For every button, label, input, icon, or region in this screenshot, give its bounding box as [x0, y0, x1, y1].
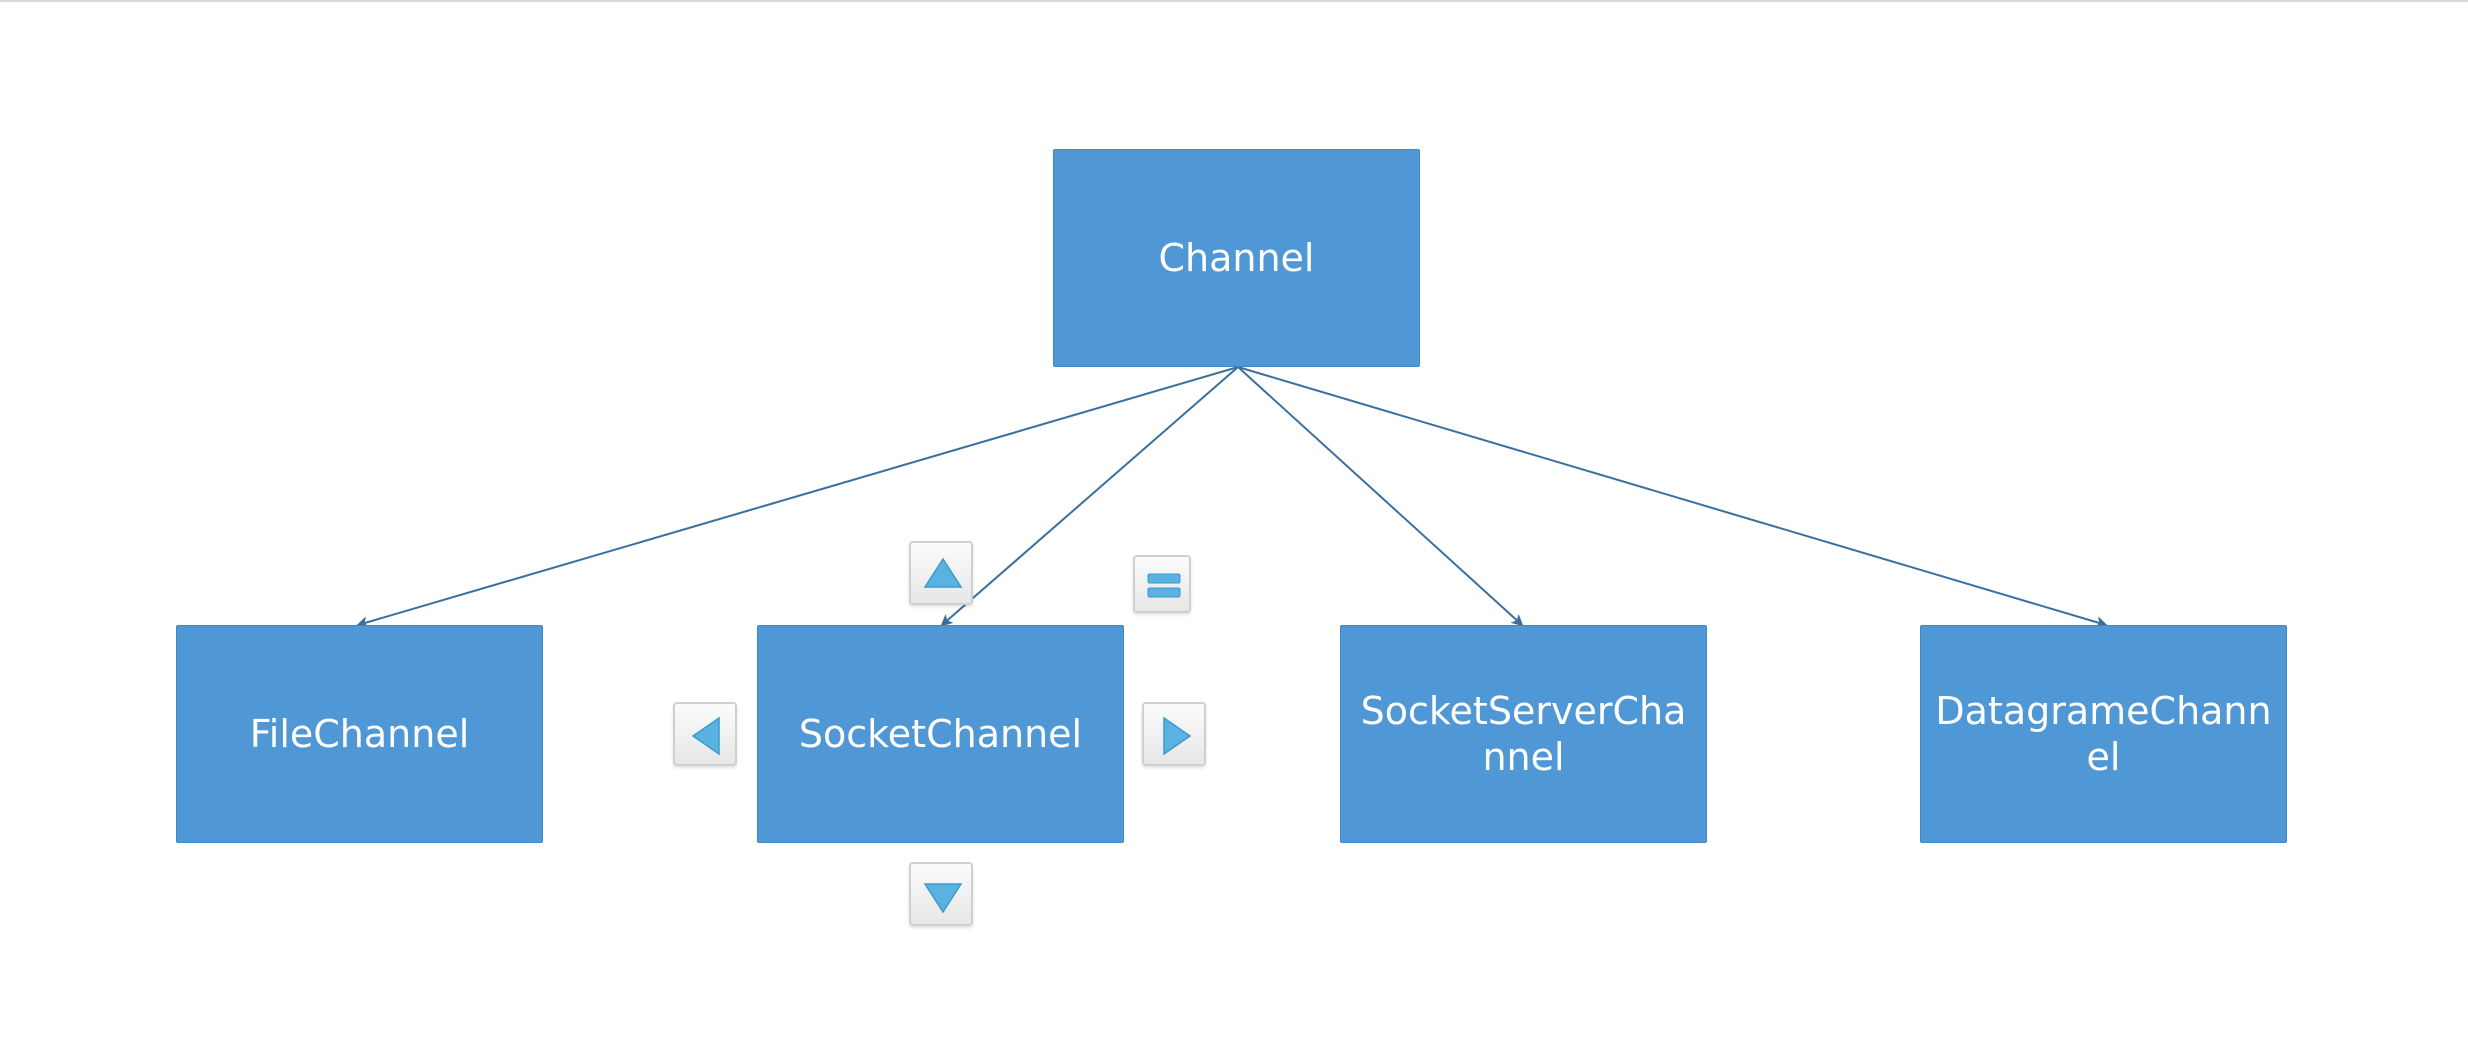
node-filechannel[interactable]: FileChannel — [176, 625, 543, 843]
arrow-up-icon — [923, 557, 963, 588]
node-channel[interactable]: Channel — [1053, 149, 1420, 367]
top-border — [0, 0, 2468, 2]
handle-options-button[interactable] — [1133, 555, 1191, 613]
equals-icon — [1147, 573, 1181, 598]
node-label-datagramechannel: DatagrameChannel — [1935, 689, 2272, 779]
node-socketserverchannel[interactable]: SocketServerChannel — [1340, 625, 1707, 843]
handle-add-right-button[interactable] — [1142, 702, 1206, 766]
node-label-socketchannel: SocketChannel — [798, 712, 1083, 756]
arrow-left-icon — [691, 716, 720, 756]
edge-channel-to-datagramechannel[interactable] — [1237, 366, 2108, 628]
node-label-filechannel: FileChannel — [249, 712, 470, 756]
arrow-right-icon — [1163, 716, 1192, 756]
handle-add-below-button[interactable] — [909, 862, 973, 926]
node-socketchannel[interactable]: SocketChannel — [757, 625, 1124, 843]
node-label-socketserverchannel: SocketServerChannel — [1360, 689, 1687, 779]
handle-add-left-button[interactable] — [673, 702, 737, 766]
arrow-down-icon — [923, 883, 963, 914]
edge-channel-to-socketserverchannel[interactable] — [1237, 366, 1524, 627]
edge-channel-to-filechannel[interactable] — [356, 366, 1239, 628]
node-datagramechannel[interactable]: DatagrameChannel — [1920, 625, 2287, 843]
handle-add-above-button[interactable] — [909, 541, 973, 605]
node-label-channel: Channel — [1158, 236, 1315, 280]
edge-channel-to-socketchannel[interactable] — [940, 366, 1239, 627]
